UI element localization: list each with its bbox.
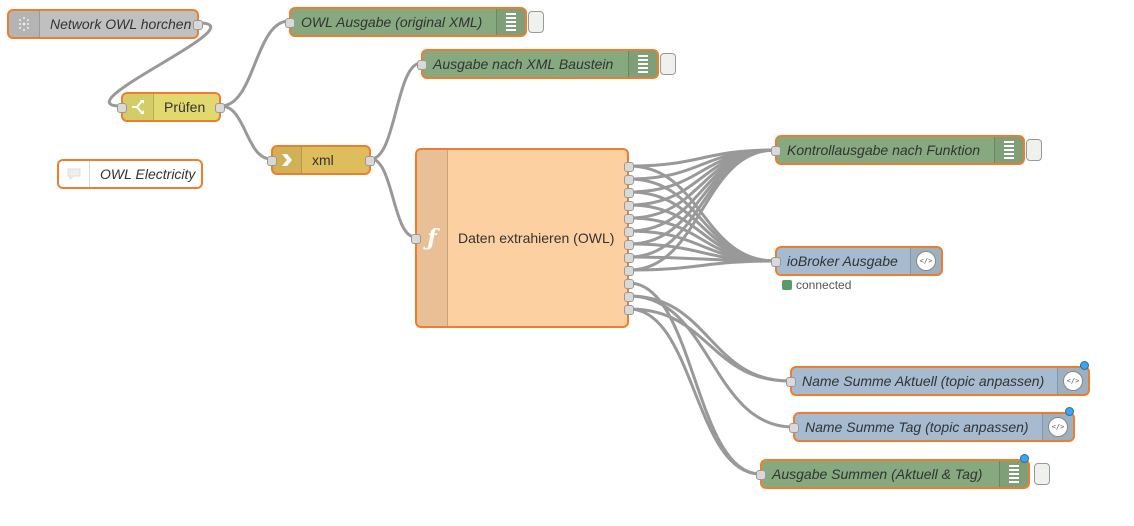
input-port[interactable] xyxy=(786,377,796,387)
wire-daten-output[interactable] xyxy=(627,294,795,429)
ausgabe-summen-label: Ausgabe Summen (Aktuell & Tag) xyxy=(772,466,983,482)
arrow-right-icon xyxy=(273,147,302,173)
input-port[interactable] xyxy=(771,146,781,156)
owl-ausgabe-label: OWL Ausgabe (original XML) xyxy=(301,14,483,30)
wire-pruefen-to-owl-ausgabe[interactable] xyxy=(219,19,291,108)
changed-indicator xyxy=(1020,454,1029,463)
wire-xml-to-ausgabe-xml[interactable] xyxy=(369,61,423,161)
debug-bars-icon xyxy=(994,137,1023,163)
switch-icon xyxy=(123,94,154,120)
iobroker-ausgabe-node[interactable]: ioBroker Ausgabe </> xyxy=(771,246,943,276)
owl-electricity-comment[interactable]: OWL Electricity xyxy=(57,159,203,189)
daten-extrahieren-node[interactable]: ƒ Daten extrahieren (OWL) xyxy=(411,148,634,328)
status-text: connected xyxy=(796,278,852,292)
debug-toggle-button[interactable] xyxy=(1026,139,1042,161)
output-port[interactable] xyxy=(215,103,225,113)
input-port[interactable] xyxy=(771,257,781,267)
websocket-icon: </> xyxy=(910,248,941,274)
debug-bars-icon xyxy=(496,9,525,35)
output-port[interactable] xyxy=(624,266,634,276)
input-port[interactable] xyxy=(285,18,295,28)
comment-icon xyxy=(59,161,90,187)
summe-aktuell-label: Name Summe Aktuell (topic anpassen) xyxy=(802,373,1045,389)
output-port[interactable] xyxy=(624,227,634,237)
wire-daten-output[interactable] xyxy=(627,148,777,272)
debug-bars-icon xyxy=(628,51,657,77)
output-port[interactable] xyxy=(624,188,634,198)
input-port[interactable] xyxy=(117,103,127,113)
websocket-icon: </> xyxy=(1042,414,1073,440)
output-port[interactable] xyxy=(624,175,634,185)
output-port[interactable] xyxy=(624,279,634,289)
wire-pruefen-to-xml[interactable] xyxy=(219,104,273,161)
fanout-wires xyxy=(627,148,795,476)
websocket-icon: </> xyxy=(1057,368,1088,394)
iobroker-ausgabe-label: ioBroker Ausgabe xyxy=(787,253,898,269)
status-dot xyxy=(782,280,792,290)
kontrollausgabe-label: Kontrollausgabe nach Funktion xyxy=(787,142,981,158)
daten-extrahieren-label: Daten extrahieren (OWL) xyxy=(458,230,615,246)
network-owl-node[interactable]: Network OWL horchen xyxy=(7,9,203,39)
output-port[interactable] xyxy=(193,20,203,30)
changed-indicator xyxy=(1080,361,1089,370)
input-port[interactable] xyxy=(411,234,421,244)
summe-aktuell-node[interactable]: Name Summe Aktuell (topic anpassen) </> xyxy=(786,366,1090,396)
summe-tag-node[interactable]: Name Summe Tag (topic anpassen) </> xyxy=(789,412,1075,442)
wifi-broadcast-icon xyxy=(9,11,40,37)
changed-indicator xyxy=(1065,407,1074,416)
debug-toggle-button[interactable] xyxy=(528,11,544,33)
output-port[interactable] xyxy=(624,201,634,211)
output-port[interactable] xyxy=(624,214,634,224)
output-port[interactable] xyxy=(624,253,634,263)
input-port[interactable] xyxy=(789,423,799,433)
ausgabe-xml-node[interactable]: Ausgabe nach XML Baustein xyxy=(417,49,659,79)
output-port[interactable] xyxy=(624,305,634,315)
output-port[interactable] xyxy=(624,240,634,250)
debug-toggle-button[interactable] xyxy=(1034,463,1050,485)
iobroker-status: connected xyxy=(782,278,851,292)
wire-daten-output[interactable] xyxy=(627,259,777,272)
kontrollausgabe-node[interactable]: Kontrollausgabe nach Funktion xyxy=(771,135,1025,165)
debug-toggle-button[interactable] xyxy=(660,53,676,75)
network-owl-label: Network OWL horchen xyxy=(50,16,192,32)
owl-electricity-label: OWL Electricity xyxy=(100,166,196,182)
ausgabe-xml-label: Ausgabe nach XML Baustein xyxy=(433,56,614,72)
wire-xml-to-daten[interactable] xyxy=(369,157,417,239)
output-port[interactable] xyxy=(365,156,375,166)
xml-node[interactable]: xml xyxy=(267,145,375,175)
output-port[interactable] xyxy=(624,162,634,172)
owl-ausgabe-node[interactable]: OWL Ausgabe (original XML) xyxy=(285,7,527,37)
wire-daten-output[interactable] xyxy=(627,307,762,476)
input-port[interactable] xyxy=(267,156,277,166)
input-port[interactable] xyxy=(756,470,766,480)
wire-daten-output[interactable] xyxy=(627,294,792,383)
summe-tag-label: Name Summe Tag (topic anpassen) xyxy=(805,419,1029,435)
input-port[interactable] xyxy=(417,60,427,70)
xml-label: xml xyxy=(312,152,334,168)
pruefen-label: Prüfen xyxy=(164,99,206,115)
debug-bars-icon xyxy=(999,461,1028,487)
output-port[interactable] xyxy=(624,292,634,302)
function-icon: ƒ xyxy=(417,150,448,326)
wire-daten-output[interactable] xyxy=(627,307,792,383)
pruefen-node[interactable]: Prüfen xyxy=(117,92,225,122)
ausgabe-summen-node[interactable]: Ausgabe Summen (Aktuell & Tag) xyxy=(756,459,1030,489)
wire-group xyxy=(108,19,795,476)
wire-network-to-pruefen[interactable] xyxy=(108,21,212,108)
